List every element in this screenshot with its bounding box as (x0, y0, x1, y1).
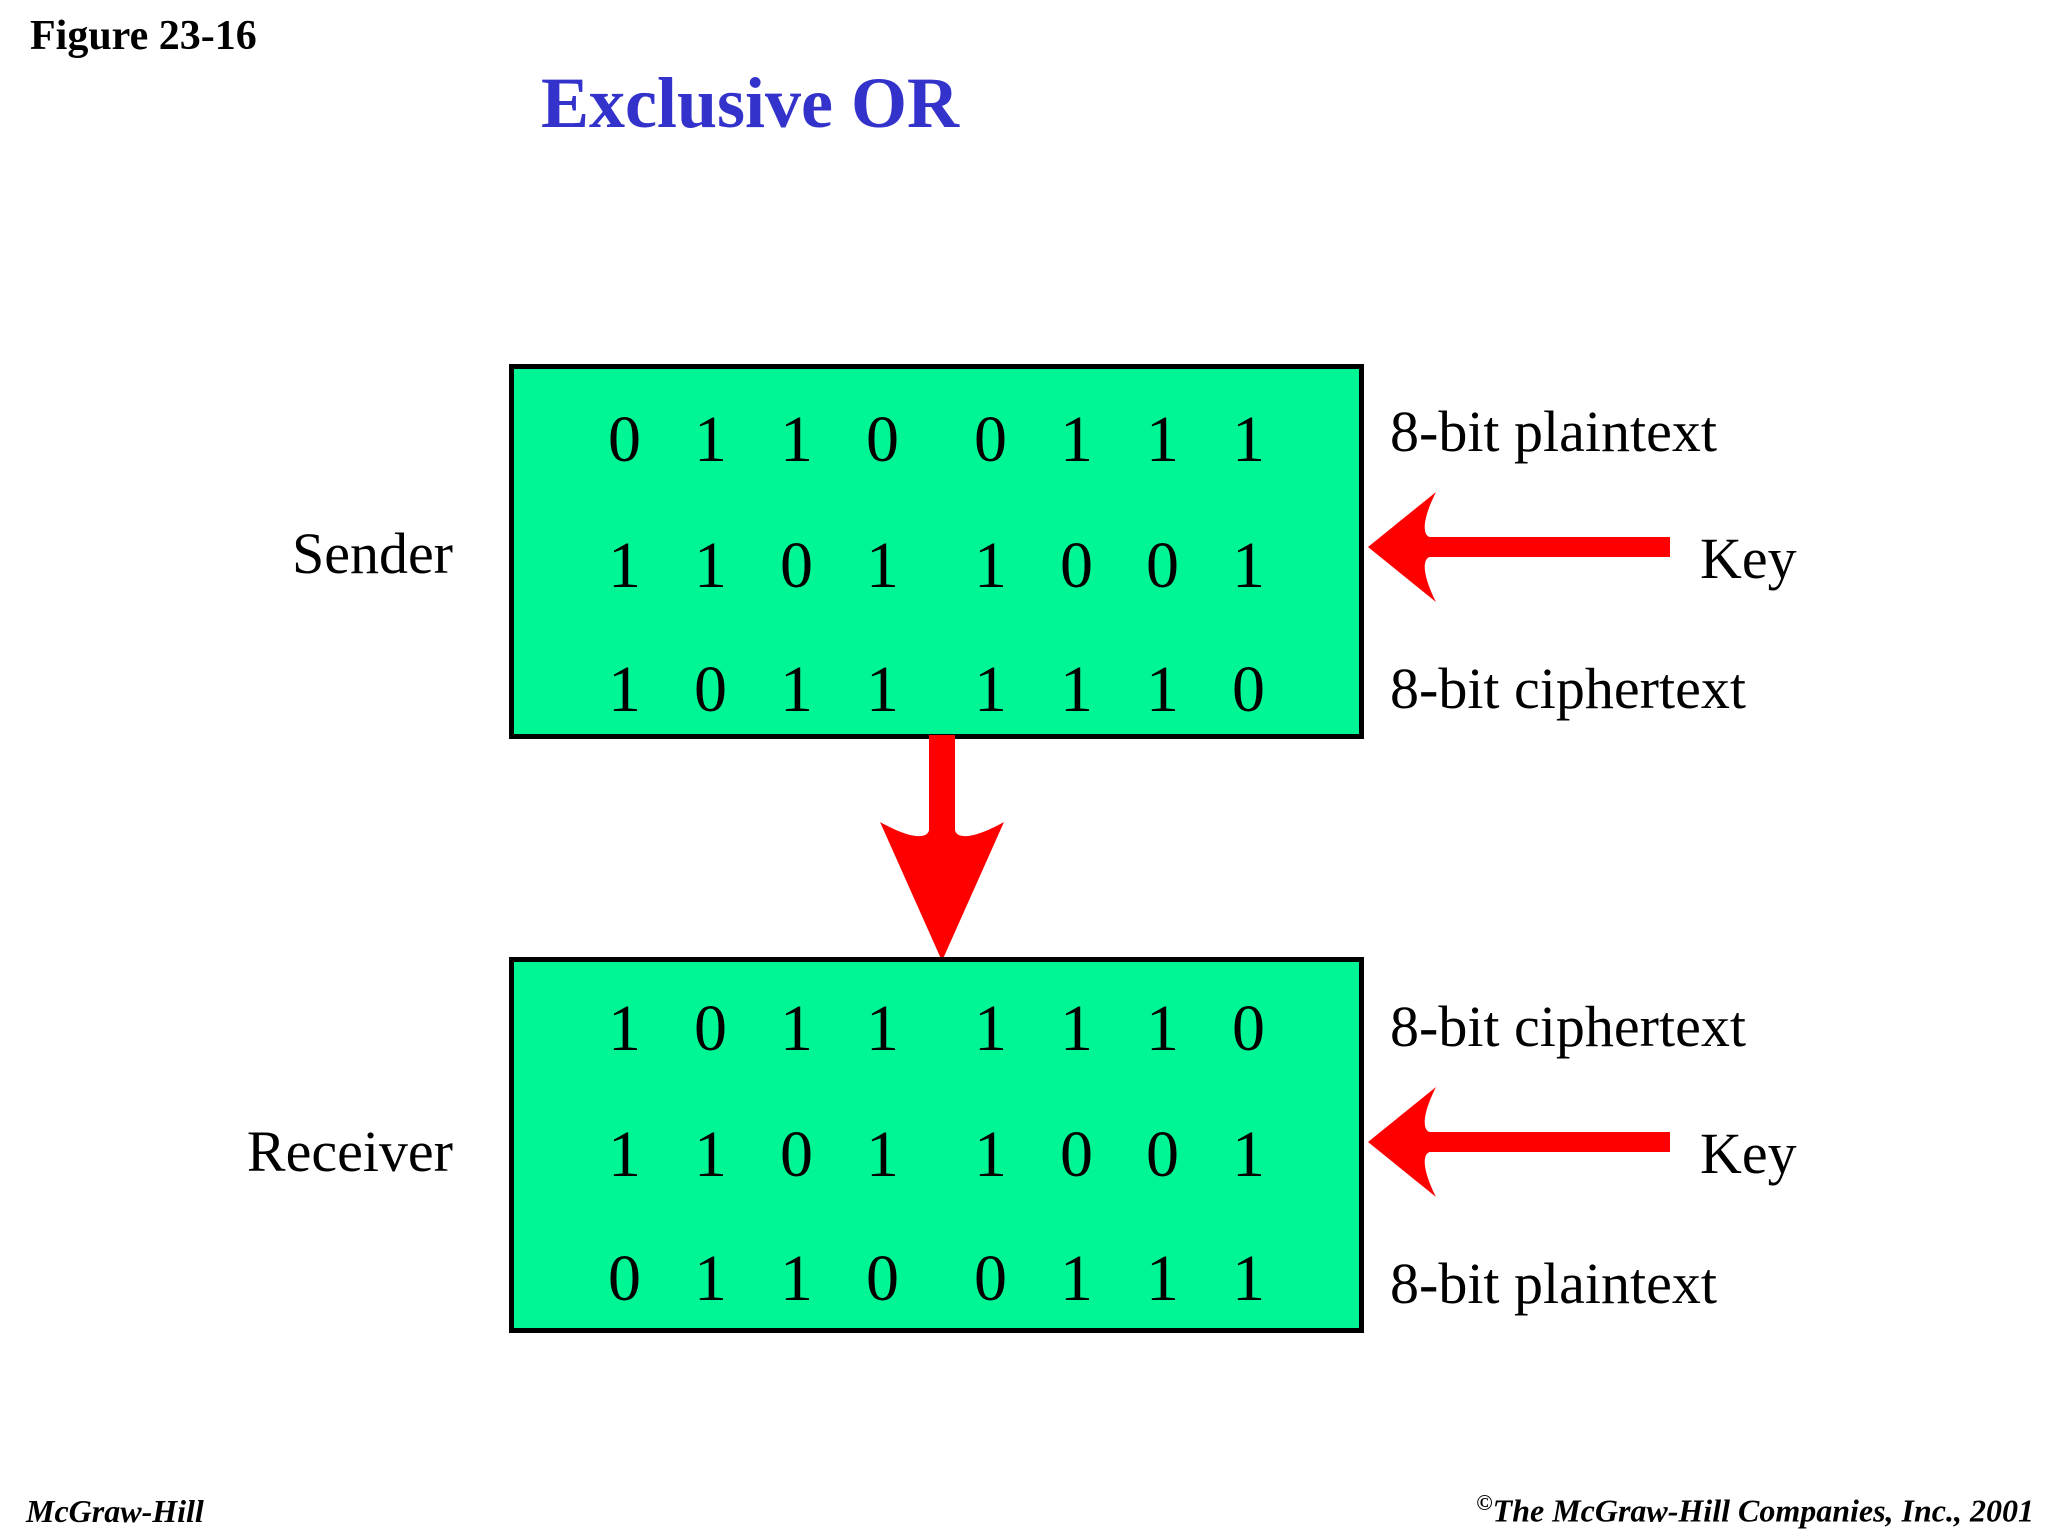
bit-cell: 1 (866, 1118, 899, 1191)
bit-cell: 0 (974, 1242, 1007, 1315)
bit-cell: 1 (1060, 992, 1093, 1065)
bit-cell: 1 (1060, 403, 1093, 476)
bit-cell: 1 (1146, 992, 1179, 1065)
receiver-ciphertext-row: 1 0 1 1 1 1 1 0 (514, 986, 1359, 1072)
bit-cell: 1 (780, 992, 813, 1065)
receiver-key-annotation: Key (1700, 1121, 1797, 1186)
bit-cell: 1 (1146, 403, 1179, 476)
receiver-bit-box: 1 0 1 1 1 1 1 0 1 1 0 1 1 0 0 1 0 1 1 0 … (509, 957, 1364, 1333)
bit-cell: 0 (780, 529, 813, 602)
figure-label: Figure 23-16 (30, 13, 257, 59)
bit-cell: 0 (608, 403, 641, 476)
sender-plaintext-annotation: 8-bit plaintext (1390, 399, 1717, 464)
bit-cell: 0 (694, 992, 727, 1065)
bit-cell: 0 (1232, 992, 1265, 1065)
bit-cell: 1 (780, 1242, 813, 1315)
bit-cell: 1 (974, 1118, 1007, 1191)
bit-cell: 0 (608, 1242, 641, 1315)
receiver-ciphertext-annotation: 8-bit ciphertext (1390, 994, 1746, 1059)
bit-cell: 1 (974, 529, 1007, 602)
bit-cell: 0 (1146, 1118, 1179, 1191)
bit-cell: 0 (974, 403, 1007, 476)
sender-ciphertext-annotation: 8-bit ciphertext (1390, 656, 1746, 721)
page-title: Exclusive OR (540, 63, 959, 143)
bit-cell: 1 (608, 992, 641, 1065)
bit-cell: 1 (1232, 1242, 1265, 1315)
footer-publisher: McGraw-Hill (26, 1493, 204, 1529)
bit-cell: 1 (694, 1118, 727, 1191)
footer-copyright-text: The McGraw-Hill Companies, Inc., 2001 (1492, 1493, 2034, 1529)
bit-cell: 1 (974, 653, 1007, 726)
sender-ciphertext-row: 1 0 1 1 1 1 1 0 (514, 647, 1359, 733)
bit-cell: 1 (608, 529, 641, 602)
bit-cell: 1 (1146, 1242, 1179, 1315)
sender-plaintext-row: 0 1 1 0 0 1 1 1 (514, 397, 1359, 483)
bit-cell: 1 (1232, 403, 1265, 476)
bit-cell: 1 (1060, 1242, 1093, 1315)
bit-cell: 0 (1232, 653, 1265, 726)
bit-cell: 1 (694, 403, 727, 476)
sender-bit-box: 0 1 1 0 0 1 1 1 1 1 0 1 1 0 0 1 1 0 1 1 … (509, 364, 1364, 739)
bit-cell: 0 (1060, 1118, 1093, 1191)
left-arrow-icon (1368, 492, 1670, 602)
bit-cell: 0 (1060, 529, 1093, 602)
sender-key-annotation: Key (1700, 526, 1797, 591)
bit-cell: 1 (694, 1242, 727, 1315)
bit-cell: 1 (694, 529, 727, 602)
bit-cell: 1 (780, 653, 813, 726)
bit-cell: 0 (1146, 529, 1179, 602)
bit-cell: 1 (608, 1118, 641, 1191)
bit-cell: 1 (780, 403, 813, 476)
down-arrow-icon (880, 735, 1004, 961)
bit-cell: 0 (780, 1118, 813, 1191)
bit-cell: 1 (608, 653, 641, 726)
bit-cell: 1 (1060, 653, 1093, 726)
footer-copyright: ©The McGraw-Hill Companies, Inc., 2001 (1476, 1490, 2034, 1530)
receiver-key-row: 1 1 0 1 1 0 0 1 (514, 1112, 1359, 1198)
receiver-plaintext-row: 0 1 1 0 0 1 1 1 (514, 1236, 1359, 1322)
bit-cell: 1 (974, 992, 1007, 1065)
copyright-symbol: © (1476, 1490, 1493, 1516)
bit-cell: 0 (866, 403, 899, 476)
left-arrow-icon (1368, 1087, 1670, 1197)
bit-cell: 0 (866, 1242, 899, 1315)
sender-role-label: Sender (291, 521, 453, 586)
bit-cell: 1 (1232, 529, 1265, 602)
bit-cell: 1 (866, 992, 899, 1065)
bit-cell: 1 (1232, 1118, 1265, 1191)
receiver-role-label: Receiver (246, 1119, 453, 1184)
receiver-plaintext-annotation: 8-bit plaintext (1390, 1251, 1717, 1316)
bit-cell: 1 (866, 529, 899, 602)
sender-key-row: 1 1 0 1 1 0 0 1 (514, 523, 1359, 609)
bit-cell: 0 (694, 653, 727, 726)
bit-cell: 1 (1146, 653, 1179, 726)
bit-cell: 1 (866, 653, 899, 726)
